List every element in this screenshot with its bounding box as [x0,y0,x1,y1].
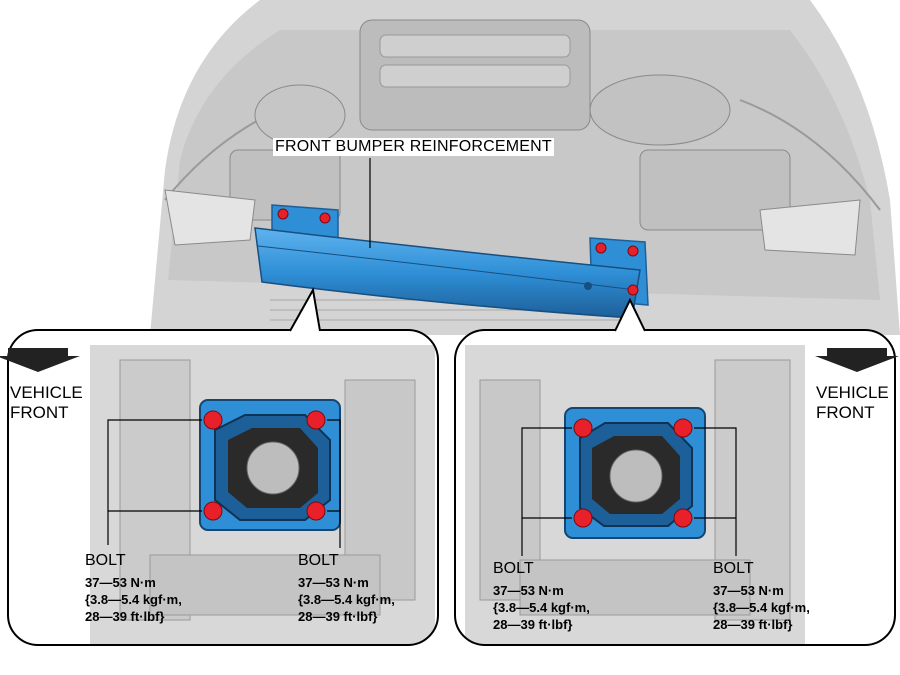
torque-line: 28—39 ft·lbf} [85,609,165,624]
bolt-marker [319,212,331,224]
bolt-marker [306,410,326,430]
bolt-marker [277,208,289,220]
vehicle-front-arrow-icon [0,348,80,372]
front-bumper-reinforcement [254,204,649,319]
left-vehicle-front-label: VEHICLE FRONT [10,383,83,423]
bolt-marker [627,284,639,296]
right-direction-line-2: FRONT [816,403,875,422]
torque-line: {3.8—5.4 kgf·m, [713,600,810,615]
bolt-marker [673,418,693,438]
bolt-marker [673,508,693,528]
torque-line: 37—53 N·m [298,575,369,590]
bolt-marker [627,245,639,257]
left-panel-bolt-left-label: BOLT [85,552,126,569]
torque-line: {3.8—5.4 kgf·m, [493,600,590,615]
torque-line: 28—39 ft·lbf} [298,609,378,624]
torque-line: 37—53 N·m [85,575,156,590]
bolt-marker [203,501,223,521]
torque-line: 37—53 N·m [713,583,784,598]
torque-line: {3.8—5.4 kgf·m, [298,592,395,607]
component-title: FRONT BUMPER REINFORCEMENT [273,138,554,156]
left-panel-bolt-right-label: BOLT [298,552,339,569]
left-panel-bolt-right-torque: 37—53 N·m {3.8—5.4 kgf·m, 28—39 ft·lbf} [298,574,395,625]
bolt-marker [203,410,223,430]
right-panel-bolt-right-label: BOLT [713,560,754,577]
left-panel-bolt-left-torque: 37—53 N·m {3.8—5.4 kgf·m, 28—39 ft·lbf} [85,574,182,625]
right-direction-line-1: VEHICLE [816,383,889,402]
torque-line: {3.8—5.4 kgf·m, [85,592,182,607]
bolt-marker [573,418,593,438]
left-detail-panel [0,287,439,646]
right-detail-panel [454,297,899,646]
bolt-marker [573,508,593,528]
bolt-marker [595,242,607,254]
left-direction-line-1: VEHICLE [10,383,83,402]
torque-line: 37—53 N·m [493,583,564,598]
bolt-marker [306,501,326,521]
right-vehicle-front-label: VEHICLE FRONT [816,383,889,423]
right-panel-bolt-left-torque: 37—53 N·m {3.8—5.4 kgf·m, 28—39 ft·lbf} [493,582,590,633]
vehicle-front-arrow-icon [815,348,899,372]
torque-line: 28—39 ft·lbf} [713,617,793,632]
right-panel-bolt-right-torque: 37—53 N·m {3.8—5.4 kgf·m, 28—39 ft·lbf} [713,582,810,633]
left-direction-line-2: FRONT [10,403,69,422]
right-panel-bolt-left-label: BOLT [493,560,534,577]
torque-line: 28—39 ft·lbf} [493,617,573,632]
